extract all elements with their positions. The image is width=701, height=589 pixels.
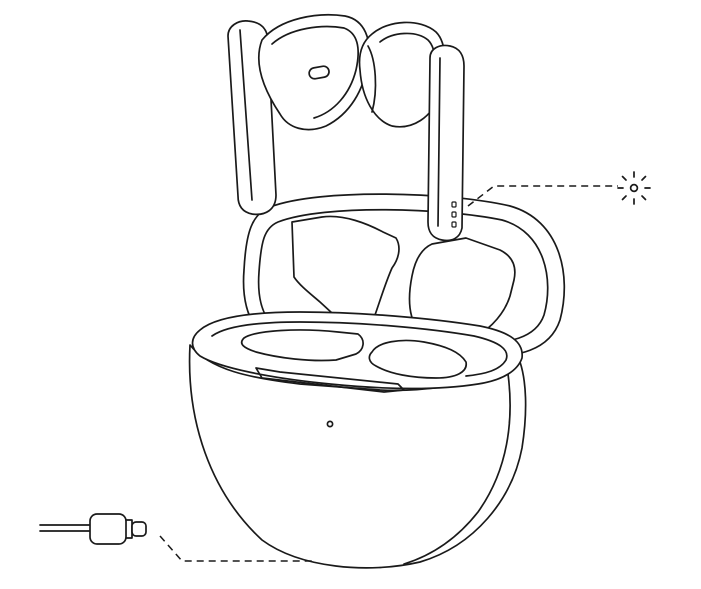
case-body xyxy=(188,311,527,569)
base-cavity-left xyxy=(240,329,364,362)
usb-c-cable-icon xyxy=(39,513,147,545)
case-bowl-side xyxy=(403,373,511,565)
right-earbud xyxy=(358,21,465,242)
charging-leader xyxy=(159,535,316,562)
case-bowl xyxy=(188,344,527,569)
case-hinge xyxy=(255,367,405,393)
left-earbud-stem-edge xyxy=(239,29,253,201)
right-earbud-tip xyxy=(367,45,377,113)
right-earbud-stem xyxy=(427,44,465,242)
right-earbud-led-dot-2 xyxy=(451,211,457,218)
left-earbud-body-inner xyxy=(271,25,360,119)
left-earbud xyxy=(227,13,370,216)
right-earbud-body xyxy=(358,21,446,128)
base-cavity-right xyxy=(368,339,467,379)
case-top-rim-inner xyxy=(211,321,508,377)
indicator-light-callout xyxy=(467,171,651,207)
light-burst-icon xyxy=(617,171,651,205)
charging-port-callout xyxy=(39,513,316,562)
lid-cavity-left xyxy=(291,215,400,334)
case-led-indicator xyxy=(326,420,334,428)
case-lid-inner xyxy=(257,208,549,345)
right-earbud-led-dot-1 xyxy=(451,201,457,208)
left-earbud-sensor-icon xyxy=(308,65,330,80)
right-earbud-stem-edge xyxy=(437,57,441,227)
left-earbud-body xyxy=(258,13,370,131)
right-earbud-led-dot-3 xyxy=(451,221,457,228)
